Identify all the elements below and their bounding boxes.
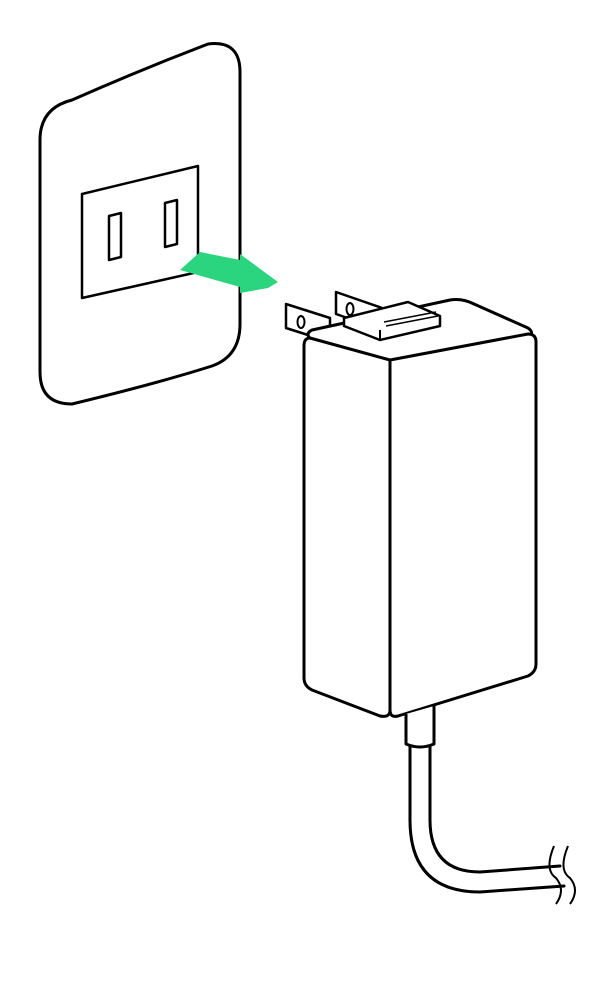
cable-break-mark [548,845,576,905]
outlet-slot-right [163,198,179,249]
insert-arrow [180,252,278,293]
outlet-slot-left [107,211,123,262]
wall-plate [38,42,242,406]
adapter-body [302,298,538,718]
adapter-cable [404,706,566,894]
